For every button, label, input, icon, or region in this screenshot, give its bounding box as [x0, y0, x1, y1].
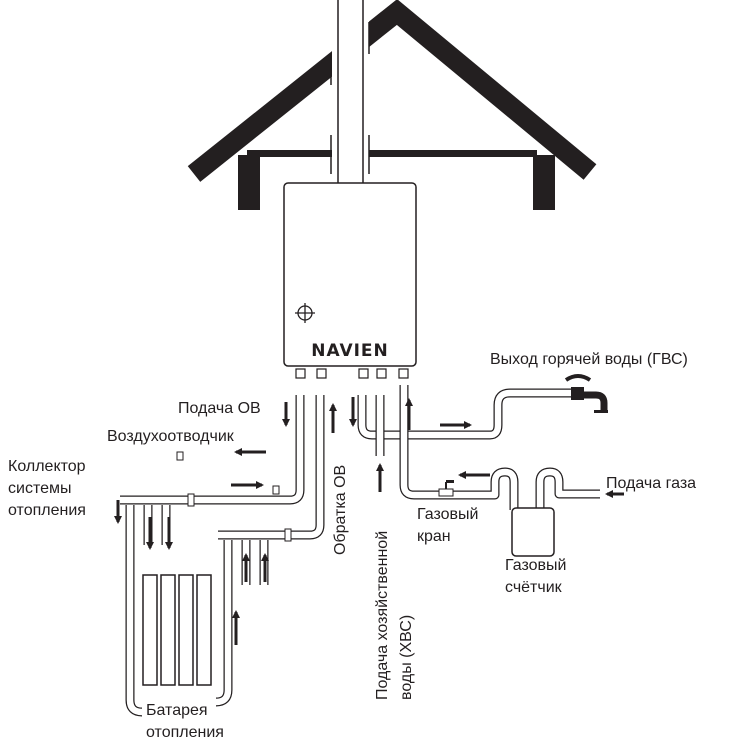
- label-air-vent: Воздухоотводчик: [107, 428, 235, 445]
- brand-logo: NAVIEN: [311, 341, 389, 361]
- label-heating-supply: Подача ОВ: [178, 400, 261, 417]
- gas-valve-icon: [438, 480, 454, 497]
- label-gas-valve-1: Газовый: [417, 506, 478, 523]
- label-radiator-2: отопления: [146, 724, 224, 741]
- label-heating-return: Обратка ОВ: [332, 465, 349, 555]
- air-vent-icon: [272, 485, 280, 495]
- water-gas-pipes: [357, 374, 608, 557]
- label-manifold-3: отопления: [8, 502, 86, 519]
- label-gas-meter-1: Газовый: [505, 557, 566, 574]
- label-hot-water-out: Выход горячей воды (ГВС): [490, 351, 688, 368]
- hot-water-tap-icon: [564, 374, 608, 413]
- flue-pipe: [337, 0, 364, 183]
- heating-pipes: [120, 395, 325, 717]
- boiler: NAVIEN: [283, 182, 417, 379]
- label-gas-valve-2: кран: [417, 528, 451, 545]
- label-cold-water-2: воды (ХВС): [398, 615, 415, 700]
- radiator: [142, 574, 212, 686]
- flow-arrows: [114, 397, 624, 645]
- label-manifold-1: Коллектор: [8, 458, 86, 475]
- gas-meter-icon: [511, 507, 555, 557]
- label-gas-meter-2: счётчик: [505, 579, 563, 596]
- air-vent-icon: [176, 451, 184, 461]
- label-manifold-2: системы: [8, 480, 71, 497]
- label-radiator-1: Батарея: [146, 702, 208, 719]
- house-roof: [187, 0, 597, 210]
- crosshair-icon: [295, 303, 315, 323]
- label-gas-supply: Подача газа: [606, 475, 696, 492]
- label-cold-water-1: Подача хозяйственной: [374, 531, 391, 700]
